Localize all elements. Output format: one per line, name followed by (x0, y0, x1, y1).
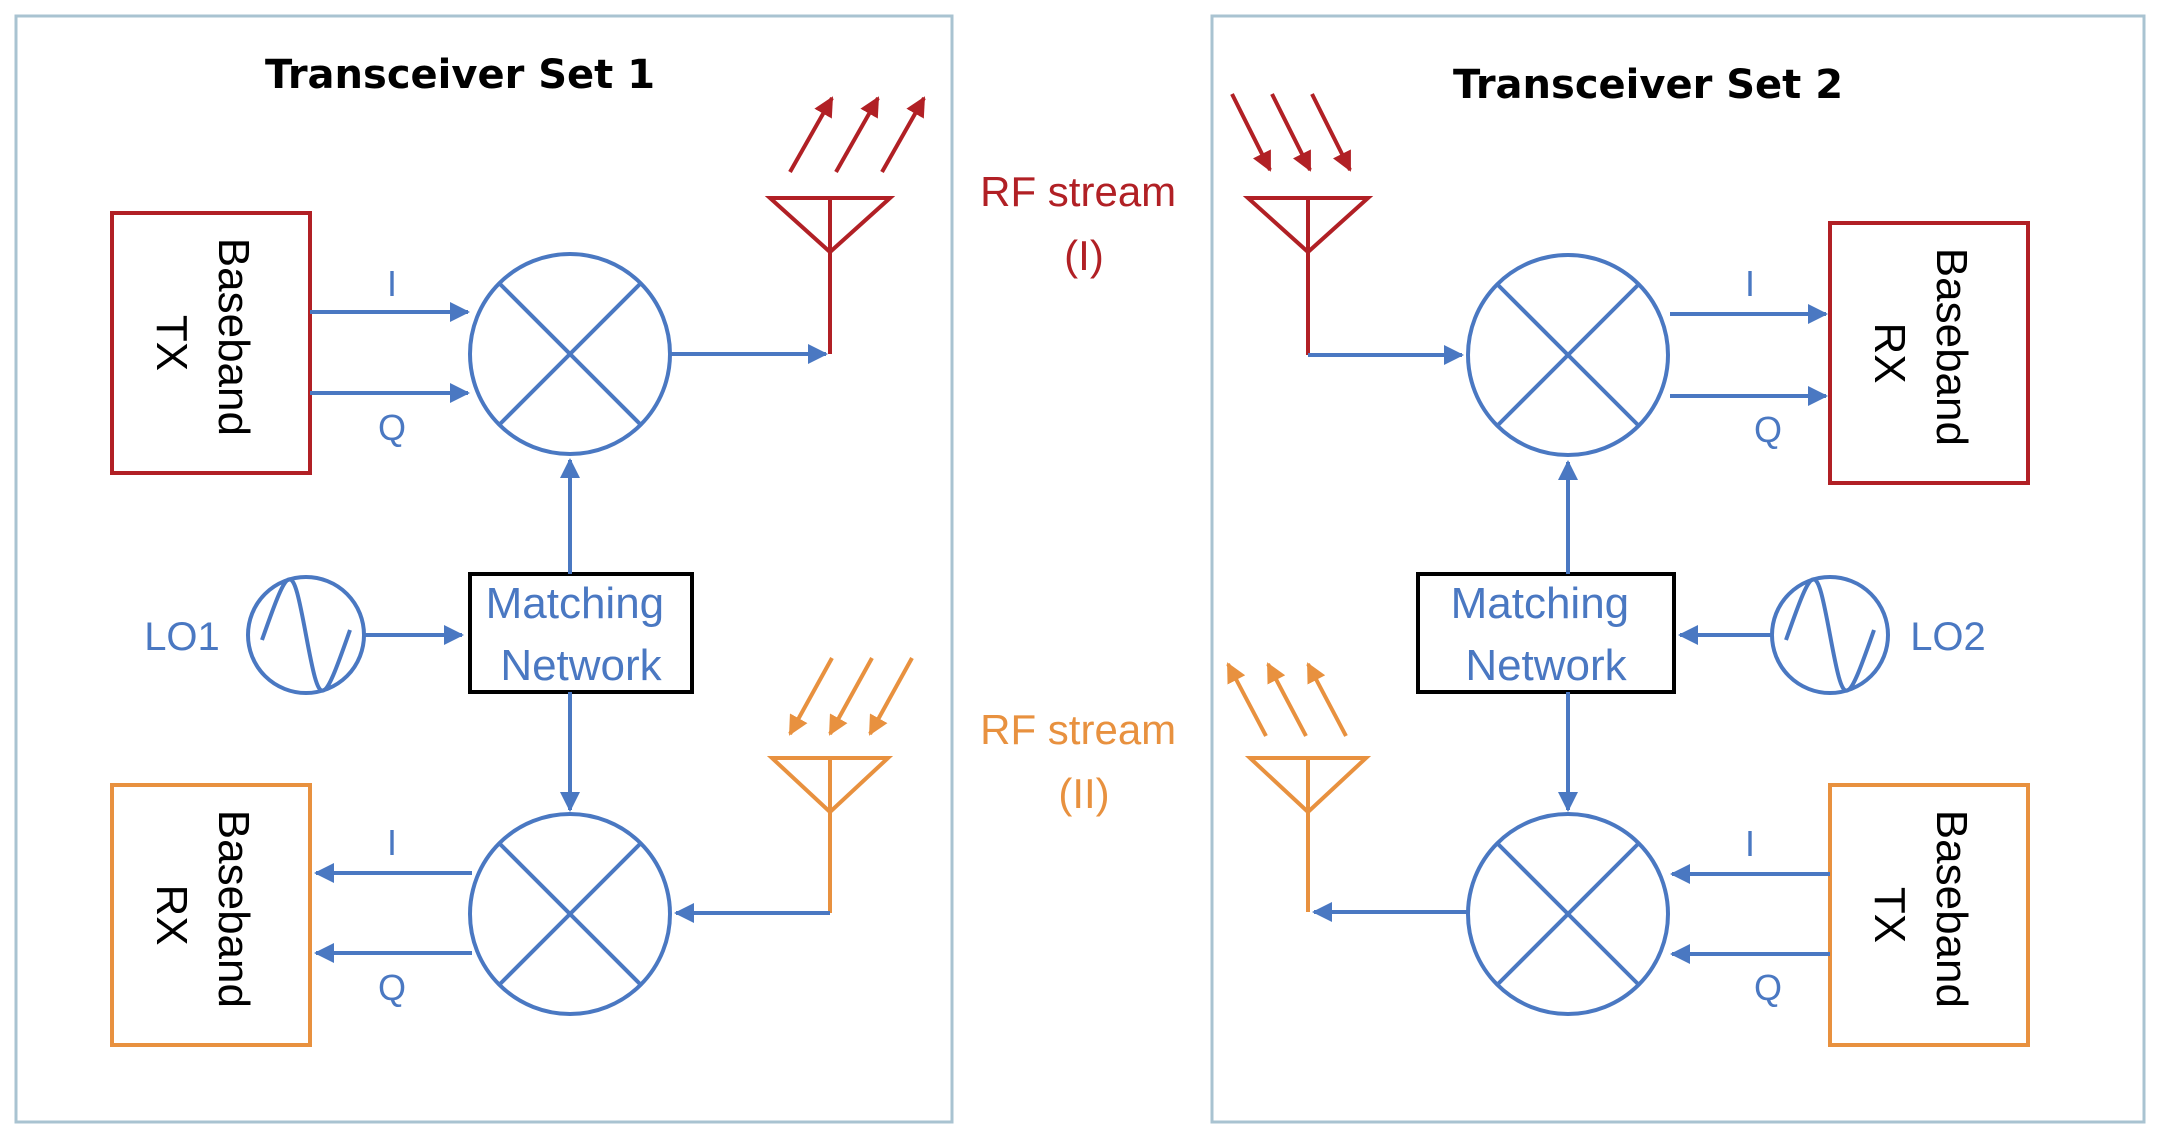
set2-tx-i-label: I (1745, 823, 1755, 864)
set2-baseband-rx-block (1828, 221, 2030, 485)
set2-baseband-tx-label: Baseband TX (1865, 810, 1976, 1020)
set2-rx-antenna (1242, 196, 1374, 355)
set2-matching-network-label: Matching Network (1451, 579, 1642, 690)
set1-matching-network-label: Matching Network (486, 579, 677, 690)
set1-tx-radiation-arrows (788, 96, 926, 173)
set2-tx-radiation-arrows (1226, 662, 1348, 737)
set1-tx-antenna (764, 196, 896, 354)
set2-tx-antenna (1244, 756, 1372, 912)
set1-baseband-rx-label: Baseband RX (147, 810, 258, 1020)
set1-mixer-bottom (468, 812, 672, 1016)
set2-tx-q-label: Q (1754, 967, 1782, 1008)
set2-matching-network (1416, 572, 1676, 694)
set2-rx-incoming-arrows (1230, 93, 1352, 172)
set1-rx-q-label: Q (378, 967, 406, 1008)
set2-lo-oscillator (1770, 575, 1890, 695)
set1-lo-label: LO1 (144, 615, 220, 659)
set1-tx-q-label: Q (378, 407, 406, 448)
set1-lo-oscillator (246, 575, 366, 695)
rf-stream-2-label: RF stream (II) (980, 706, 1188, 817)
set1-rx-i-label: I (387, 822, 397, 863)
set1-rx-antenna (766, 756, 894, 913)
panel-set-2 (1210, 14, 2146, 1124)
set2-baseband-rx-label: Baseband RX (1865, 248, 1976, 458)
set2-mixer-bottom (1466, 812, 1670, 1016)
set1-rx-incoming-arrows (788, 657, 914, 736)
set1-baseband-tx-label: Baseband TX (147, 238, 258, 448)
rf-stream-1-label: RF stream (I) (980, 168, 1188, 279)
set1-mixer-top (468, 252, 672, 456)
set2-mixer-top (1466, 253, 1670, 457)
set1-matching-network (468, 572, 694, 694)
panel-set-1 (14, 14, 954, 1124)
set1-tx-i-label: I (387, 263, 397, 304)
set1-baseband-tx-block (110, 211, 312, 475)
set2-baseband-tx-block (1828, 783, 2030, 1047)
set1-baseband-rx-block (110, 783, 312, 1047)
set2-title: Transceiver Set 2 (1453, 62, 1843, 108)
set2-lo-label: LO2 (1910, 615, 1986, 659)
set1-title: Transceiver Set 1 (265, 52, 655, 98)
set2-rx-i-label: I (1745, 263, 1755, 304)
set2-rx-q-label: Q (1754, 409, 1782, 450)
